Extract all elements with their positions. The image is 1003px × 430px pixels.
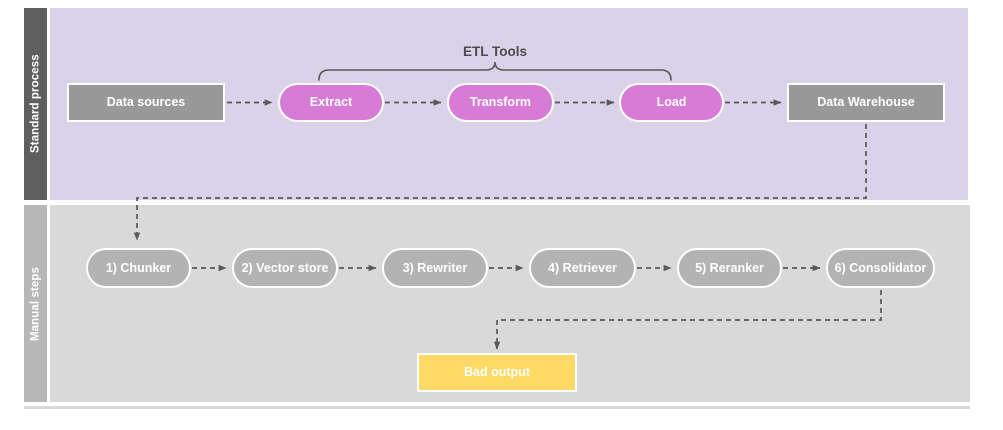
node-consolidator-label: 6) Consolidator [834,260,927,275]
node-reranker-label: 5) Reranker [695,260,764,275]
node-extract[interactable]: Extract [278,83,384,122]
lane-label-manual-steps: Manual steps [24,205,47,402]
node-data-warehouse[interactable]: Data Warehouse [787,83,945,122]
etl-tools-group-label: ETL Tools [463,44,527,59]
node-chunker-label: 1) Chunker [105,260,172,275]
node-rewriter-label: 3) Rewriter [402,260,468,275]
node-transform[interactable]: Transform [447,83,554,122]
node-extract-label: Extract [309,95,353,110]
node-load-label: Load [656,95,687,110]
node-retriever[interactable]: 4) Retriever [529,248,636,288]
node-vector-store-label: 2) Vector store [241,260,329,275]
node-vector-store[interactable]: 2) Vector store [232,248,338,288]
node-bad-output[interactable]: Bad output [417,353,577,392]
node-retriever-label: 4) Retriever [548,260,617,275]
node-chunker[interactable]: 1) Chunker [86,248,191,288]
node-data-sources-label: Data sources [106,95,186,110]
node-reranker[interactable]: 5) Reranker [677,248,782,288]
node-data-warehouse-label: Data Warehouse [817,95,915,110]
node-rewriter[interactable]: 3) Rewriter [382,248,488,288]
node-bad-output-label: Bad output [464,365,530,380]
node-transform-label: Transform [469,95,532,110]
node-load[interactable]: Load [619,83,724,122]
bottom-divider [24,406,970,409]
lane-label-standard-process: Standard process [24,8,47,200]
node-consolidator[interactable]: 6) Consolidator [826,248,935,288]
node-data-sources[interactable]: Data sources [67,83,225,122]
